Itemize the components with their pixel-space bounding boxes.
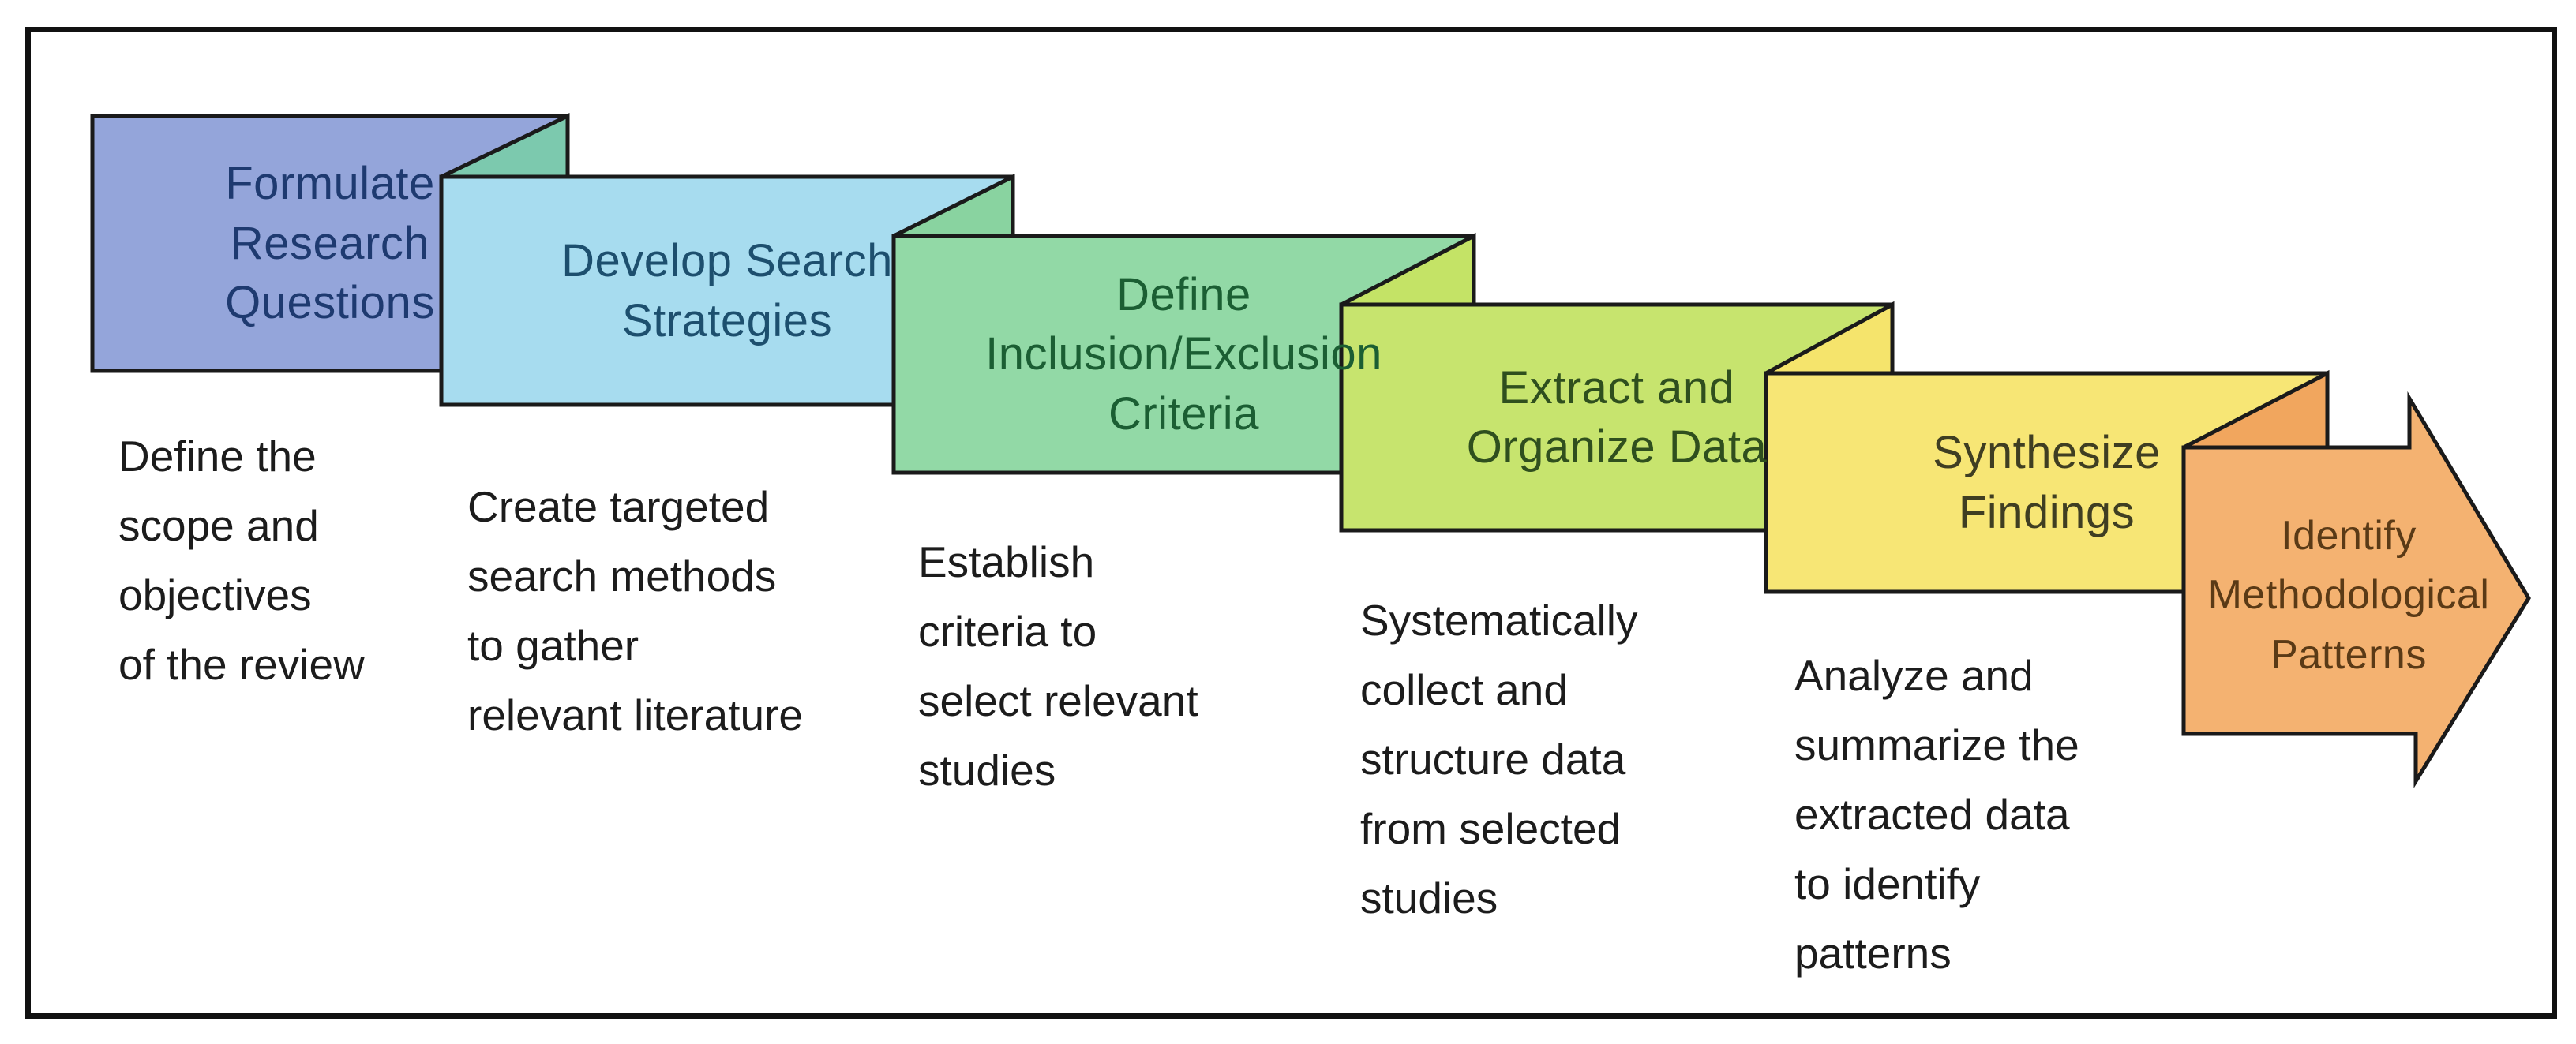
step-3-description: Establish criteria to select relevant st… bbox=[918, 537, 1198, 795]
step-2-title: Develop Search Strategies bbox=[561, 235, 893, 346]
step-5-fold-shape bbox=[2182, 369, 2330, 450]
step-4-fold-shape bbox=[1764, 301, 1895, 376]
step-6-arrow-shape bbox=[2181, 391, 2531, 788]
step-5-description: Analyze and summarize the extracted data… bbox=[1794, 651, 2079, 978]
step-2-description: Create targeted search methods to gather… bbox=[467, 482, 803, 739]
step-1-description: Define the scope and objectives of the r… bbox=[118, 432, 365, 689]
step-1-fold-shape bbox=[440, 113, 570, 179]
step-1-title: Formulate Research Questions bbox=[225, 158, 435, 329]
step-3-fold-shape bbox=[1340, 232, 1476, 307]
step-4-description: Systematically collect and structure dat… bbox=[1360, 596, 1638, 922]
step-4-title: Extract and Organize Data bbox=[1466, 361, 1768, 473]
step-3-title: Define Inclusion/Exclusion Criteria bbox=[985, 268, 1382, 440]
step-5-title: Synthesize Findings bbox=[1933, 427, 2161, 538]
step-2-fold-shape bbox=[892, 173, 1015, 238]
step-6-title: Identify Methodological Patterns bbox=[2207, 512, 2490, 678]
